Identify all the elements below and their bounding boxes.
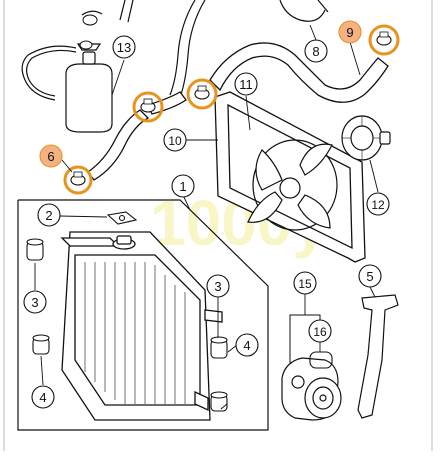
callout-13: 13	[112, 35, 136, 59]
mounting-bracket	[106, 211, 138, 225]
svg-text:10: 10	[168, 134, 182, 148]
rubber-mount-lower-right	[210, 391, 228, 412]
upper-radiator-hose	[209, 42, 389, 103]
svg-text:4: 4	[39, 390, 46, 405]
hose-top-left	[81, 0, 134, 23]
highlighted-clamp-mid-left	[132, 91, 164, 123]
callout-15: 15	[293, 271, 317, 295]
expansion-tank	[65, 43, 113, 133]
callout-6: 6	[39, 144, 63, 168]
hose-clamp-top-left	[82, 14, 98, 26]
hose-clamp-small-left	[79, 40, 93, 50]
callout-1: 1	[171, 174, 195, 198]
rubber-mount-lower-left	[32, 334, 50, 355]
callout-3-left: 3	[23, 290, 47, 314]
viscous-fan-coupling	[341, 115, 391, 161]
svg-text:1: 1	[179, 179, 186, 194]
callout-10: 10	[163, 128, 187, 152]
highlighted-clamp-top-right	[368, 24, 400, 56]
callout-16: 16	[308, 319, 332, 343]
cooling-fan	[247, 139, 338, 231]
hose-top-center	[169, 0, 206, 99]
svg-text:3: 3	[214, 279, 221, 294]
callout-12: 12	[366, 192, 390, 216]
overflow-hose	[21, 45, 77, 101]
svg-text:4: 4	[243, 338, 250, 353]
svg-text:12: 12	[371, 198, 385, 212]
svg-text:5: 5	[366, 269, 373, 284]
svg-text:3: 3	[31, 295, 38, 310]
svg-text:6: 6	[47, 149, 54, 164]
water-pump-gasket	[309, 351, 333, 369]
svg-text:13: 13	[117, 40, 131, 55]
callout-4-left: 4	[31, 385, 55, 409]
svg-text:9: 9	[346, 25, 353, 40]
water-pump	[281, 357, 342, 421]
highlighted-clamp-lower	[63, 165, 93, 195]
thermostat-housing	[279, 0, 329, 22]
radiator-group-frame	[17, 199, 269, 431]
callout-2: 2	[37, 203, 61, 227]
svg-text:2: 2	[45, 208, 52, 223]
highlighted-clamp-center	[186, 78, 218, 110]
callout-4-right: 4	[235, 333, 259, 357]
radiator	[60, 231, 223, 421]
callout-3-right: 3	[206, 274, 230, 298]
svg-text:16: 16	[313, 325, 327, 339]
support-bracket	[357, 294, 399, 419]
leader-lines	[34, 24, 379, 410]
callout-11: 11	[234, 72, 258, 96]
svg-text:15: 15	[298, 277, 312, 291]
rubber-mount-upper-right	[210, 336, 228, 359]
callout-9: 9	[338, 20, 362, 44]
callout-5: 5	[358, 264, 382, 288]
svg-text:8: 8	[312, 44, 319, 59]
svg-text:11: 11	[239, 77, 253, 92]
callout-8: 8	[304, 39, 328, 63]
rubber-mount-upper-left	[26, 238, 44, 261]
